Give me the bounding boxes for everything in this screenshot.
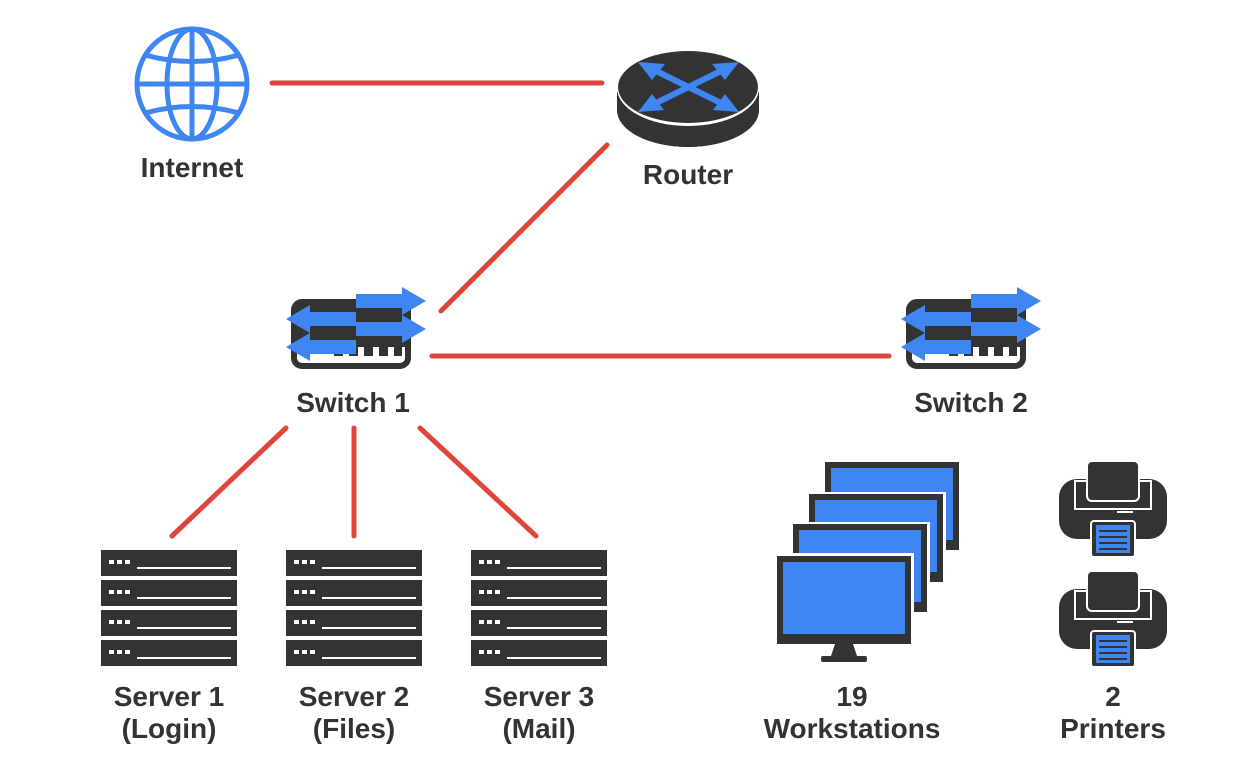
switch2-label: Switch 2 (914, 387, 1028, 418)
internet-label: Internet (141, 152, 244, 183)
monitor-stack-icon (774, 462, 959, 662)
router-icon (617, 50, 759, 147)
link-switch1-server3 (417, 425, 539, 539)
server-icon (101, 550, 237, 666)
switch-icon (286, 287, 426, 366)
workstations-label: Workstations (764, 713, 941, 744)
server-icon (286, 550, 422, 666)
printer-icon (1058, 570, 1168, 668)
server2-name: Server 2 (299, 681, 410, 712)
server-icon (471, 550, 607, 666)
switch1-label: Switch 1 (296, 387, 410, 418)
switch-icon (901, 287, 1041, 366)
link-router-switch1 (438, 142, 610, 314)
globe-icon (134, 26, 250, 142)
server1-name: Server 1 (114, 681, 225, 712)
printers-label: Printers (1060, 713, 1166, 744)
printers-count: 2 (1105, 681, 1121, 712)
server1-role: (Login) (122, 713, 217, 744)
server3-role: (Mail) (502, 713, 575, 744)
server3-name: Server 3 (484, 681, 595, 712)
link-switch1-server1 (169, 425, 289, 539)
workstations-count: 19 (836, 681, 867, 712)
router-label: Router (643, 159, 733, 190)
server2-role: (Files) (313, 713, 395, 744)
printer-icon (1058, 460, 1168, 558)
